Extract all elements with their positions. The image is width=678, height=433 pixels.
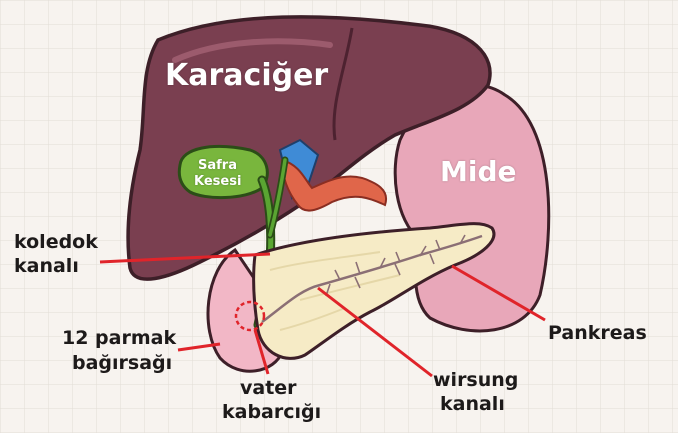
bile-duct-label-line2: kanalı (14, 256, 79, 277)
gallbladder-label-line1: Safra (198, 158, 237, 173)
gallbladder-label-line2: Kesesi (194, 174, 241, 189)
pancreas-label: Pankreas (548, 323, 647, 344)
duodenum-label-line2: bağırsağı (72, 353, 172, 374)
stomach-label: Mide (440, 155, 517, 188)
ampulla-label-line1: vater (240, 378, 297, 399)
duodenum-label-line1: 12 parmak (62, 328, 176, 349)
ampulla-label-line2: kabarcığı (222, 402, 321, 423)
liver-label: Karaciğer (165, 58, 328, 93)
pancreatic-duct-label-line2: kanalı (440, 394, 505, 415)
bile-duct-label-line1: koledok (14, 232, 98, 253)
pancreatic-duct-label-line1: wirsung (433, 370, 518, 391)
